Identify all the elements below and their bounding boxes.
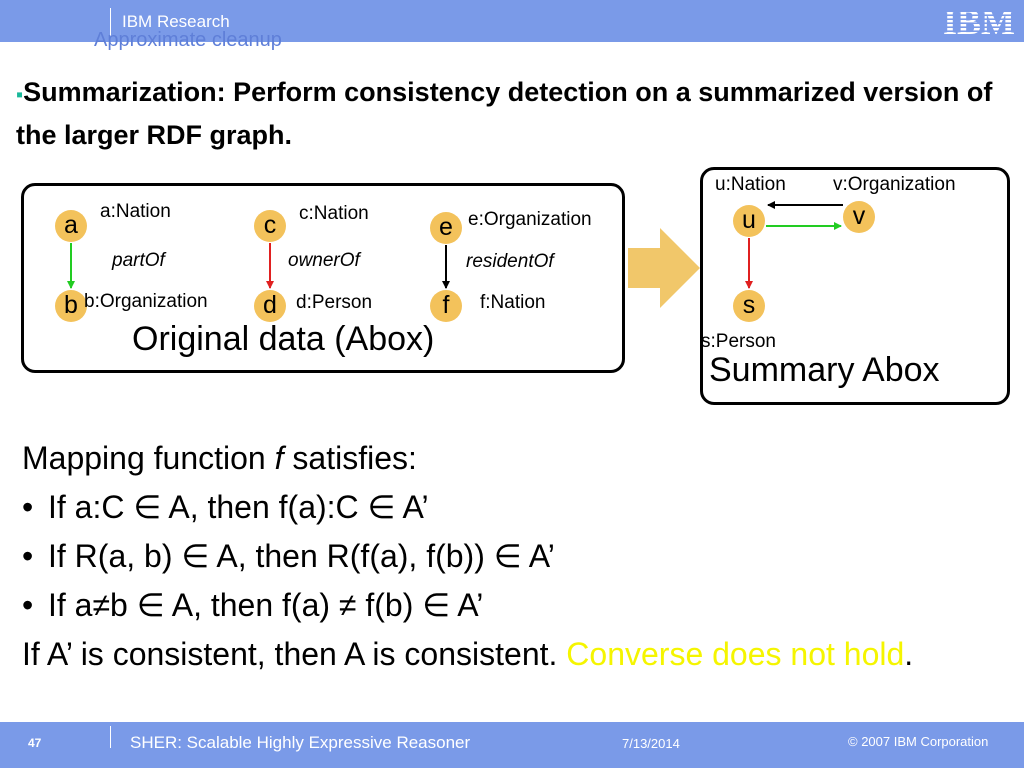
node-e: e bbox=[430, 212, 462, 244]
node-c: c bbox=[254, 210, 286, 242]
original-data-box bbox=[21, 183, 625, 373]
footer-copyright: © 2007 IBM Corporation bbox=[848, 734, 989, 749]
node-a: a bbox=[55, 210, 87, 242]
label-f: f:Nation bbox=[480, 292, 546, 313]
label-s: s:Person bbox=[701, 331, 776, 352]
node-s: s bbox=[733, 290, 765, 322]
relation-partof: partOf bbox=[112, 250, 165, 271]
label-b: b:Organization bbox=[84, 291, 208, 312]
footer-title: SHER: Scalable Highly Expressive Reasone… bbox=[130, 733, 471, 752]
headline-bullet: ▪ bbox=[16, 84, 24, 106]
summary-caption: Summary Abox bbox=[709, 351, 940, 389]
node-d: d bbox=[254, 290, 286, 322]
mapping-rule-2: •If R(a, b) ∈ A, then R(f(a), f(b)) ∈ A’ bbox=[22, 532, 1012, 581]
label-d: d:Person bbox=[296, 292, 373, 313]
footer-divider bbox=[110, 726, 111, 748]
relation-residentof: residentOf bbox=[466, 251, 554, 272]
mapping-section: Mapping function f satisfies: •If a:C ∈ … bbox=[22, 434, 1012, 679]
mapping-intro: Mapping function f satisfies: bbox=[22, 440, 417, 476]
label-u: u:Nation bbox=[715, 174, 786, 195]
footer-bar: 47 SHER: Scalable Highly Expressive Reas… bbox=[0, 722, 1024, 768]
mapping-conclusion: If A’ is consistent, then A is consisten… bbox=[22, 636, 914, 672]
node-v: v bbox=[843, 201, 875, 233]
ibm-logo-icon: IBM bbox=[943, 4, 1015, 38]
label-a: a:Nation bbox=[100, 201, 171, 222]
node-u: u bbox=[733, 205, 765, 237]
label-e: e:Organization bbox=[468, 209, 592, 230]
headline: ▪Summarization: Perform consistency dete… bbox=[16, 72, 1006, 155]
page-number: 47 bbox=[28, 736, 42, 750]
original-caption: Original data (Abox) bbox=[132, 320, 435, 358]
bullet-icon: • bbox=[22, 587, 34, 623]
header-brand: IBM Research bbox=[122, 12, 230, 31]
relation-ownerof: ownerOf bbox=[288, 250, 360, 271]
footer-date: 7/13/2014 bbox=[622, 736, 680, 751]
mapping-rule-1: •If a:C ∈ A, then f(a):C ∈ A’ bbox=[22, 483, 1012, 532]
ibm-logo-text: IBM bbox=[943, 4, 1015, 38]
bullet-icon: • bbox=[22, 489, 34, 525]
node-f: f bbox=[430, 290, 462, 322]
transform-arrow-icon bbox=[628, 228, 700, 308]
label-v: v:Organization bbox=[833, 174, 956, 195]
header-bar: IBM Research Approximate cleanup IBM bbox=[0, 0, 1024, 50]
header-divider bbox=[110, 8, 111, 36]
node-b: b bbox=[55, 290, 87, 322]
converse-highlight: Converse does not hold bbox=[566, 636, 905, 672]
label-c: c:Nation bbox=[299, 203, 369, 224]
bullet-icon: • bbox=[22, 538, 34, 574]
headline-text: Summarization: Perform consistency detec… bbox=[16, 77, 993, 150]
ghost-title: Approximate cleanup bbox=[94, 29, 282, 51]
mapping-rule-3: •If a≠b ∈ A, then f(a) ≠ f(b) ∈ A’ bbox=[22, 581, 1012, 630]
